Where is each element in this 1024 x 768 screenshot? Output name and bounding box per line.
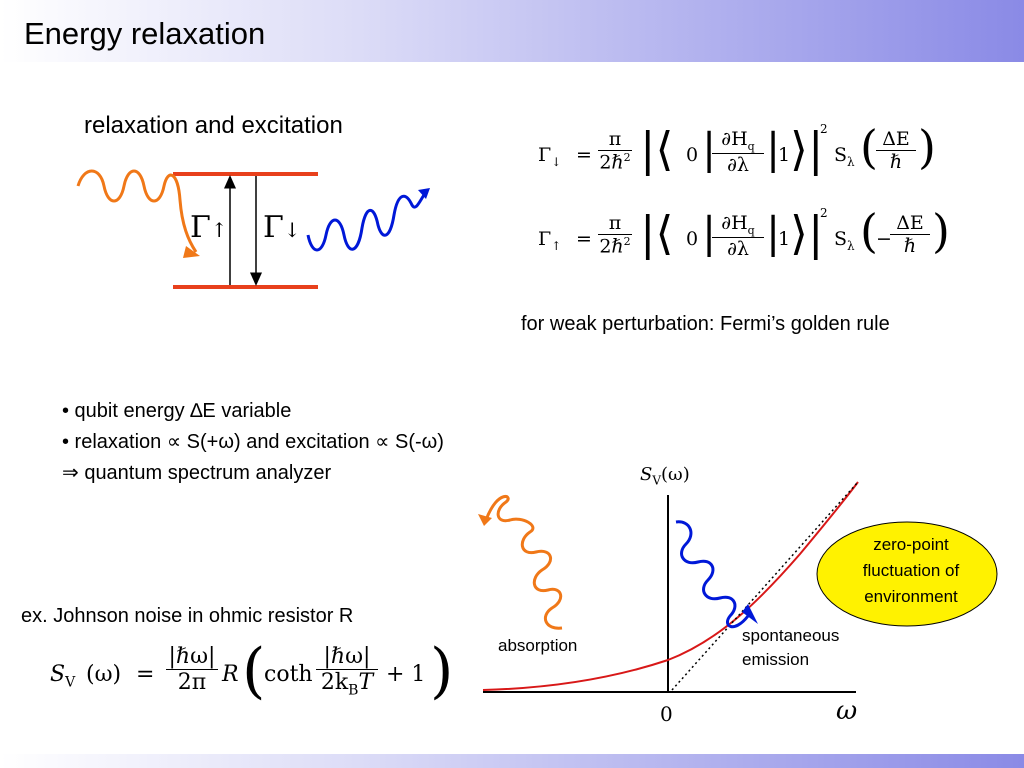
zero-point-bubble-text: zero-point fluctuation of environment (862, 535, 960, 606)
footer-bar (0, 754, 1024, 768)
bullet-item: ⇒ quantum spectrum analyzer (62, 462, 332, 484)
emission-photon-wave (675, 520, 750, 629)
plot-x-label: ω (836, 696, 858, 726)
plot-origin-label: 0 (660, 702, 673, 726)
zero-point-bubble (816, 521, 998, 627)
bullet-list: • qubit energy ∆E variable • relaxation … (62, 396, 444, 489)
gamma-up-label: Γ↑ (190, 210, 228, 245)
bullet-item: • relaxation ∝ S(+ω) and excitation ∝ S(… (62, 431, 444, 453)
emission-photon-arrowhead (742, 604, 758, 624)
slide-title: Energy relaxation (24, 16, 266, 51)
absorption-label: absorption (498, 636, 578, 655)
plot-y-label: SV(ω) (640, 464, 690, 488)
absorption-photon-arrowhead (478, 514, 492, 526)
spontaneous-emission-label: spontaneous emission (742, 626, 840, 669)
emitted-photon-wave (306, 191, 428, 252)
fermi-caption: for weak perturbation: Fermi’s golden ru… (521, 313, 890, 335)
absorption-photon-wave (484, 495, 563, 630)
absorbed-photon-arrowhead (183, 246, 200, 258)
level-diagram-heading: relaxation and excitation (84, 112, 343, 139)
spectrum-curve (482, 481, 859, 691)
absorbed-photon-wave (76, 169, 198, 253)
classical-asymptote (671, 481, 859, 691)
johnson-label: ex. Johnson noise in ohmic resistor R (21, 605, 354, 627)
gamma-down-label: Γ↓ (263, 210, 301, 245)
bullet-item: • qubit energy ∆E variable (62, 400, 292, 422)
title-bar: Energy relaxation (0, 0, 1024, 62)
emitted-photon-arrowhead (418, 188, 430, 199)
